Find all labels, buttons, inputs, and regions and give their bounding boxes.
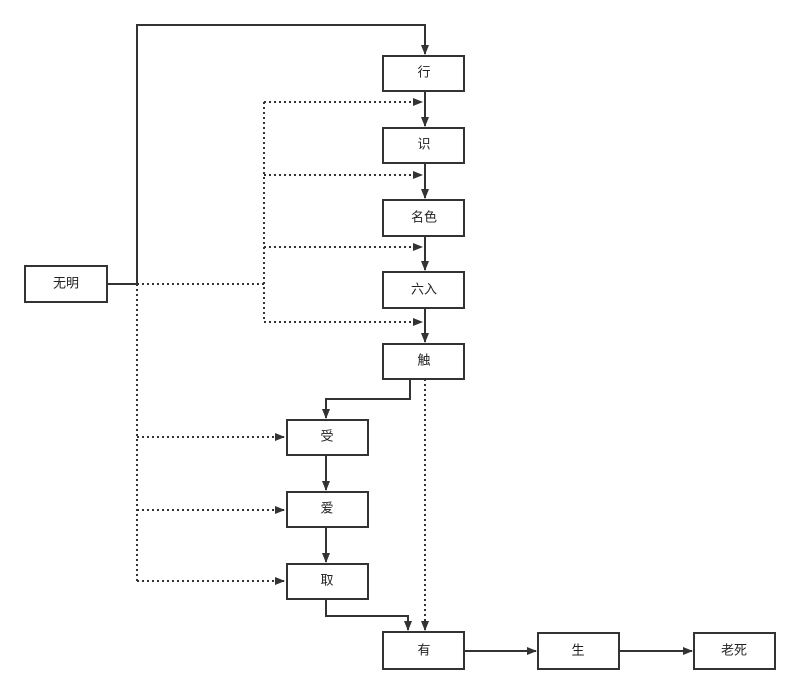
node-mingse: 名色 bbox=[382, 199, 465, 237]
node-ai-label: 爱 bbox=[320, 502, 333, 517]
node-liuru: 六入 bbox=[382, 271, 465, 309]
node-wuming: 无明 bbox=[24, 265, 108, 303]
node-qu-label: 取 bbox=[320, 574, 333, 589]
node-laosi: 老死 bbox=[693, 632, 776, 670]
node-mingse-label: 名色 bbox=[411, 210, 437, 226]
node-you-label: 有 bbox=[417, 644, 430, 659]
node-laosi-label: 老死 bbox=[721, 644, 747, 659]
node-qu: 取 bbox=[286, 563, 369, 600]
node-sheng-label: 生 bbox=[571, 644, 584, 659]
edge-wuming-xing bbox=[107, 24, 429, 285]
edge-chu-shou bbox=[322, 379, 411, 419]
node-ai: 爱 bbox=[286, 491, 369, 528]
node-chu: 触 bbox=[382, 343, 465, 380]
node-wuming-label: 无明 bbox=[53, 277, 79, 292]
node-shi: 识 bbox=[382, 127, 465, 164]
node-shi-label: 识 bbox=[417, 138, 430, 153]
node-sheng: 生 bbox=[537, 632, 620, 670]
node-you: 有 bbox=[382, 631, 465, 670]
node-shou-label: 受 bbox=[320, 430, 333, 445]
node-xing: 行 bbox=[382, 55, 465, 92]
node-chu-label: 触 bbox=[417, 354, 430, 369]
node-xing-label: 行 bbox=[417, 66, 430, 81]
node-liuru-label: 六入 bbox=[411, 283, 437, 298]
edge-qu-you bbox=[325, 599, 412, 631]
node-shou: 受 bbox=[286, 419, 369, 456]
